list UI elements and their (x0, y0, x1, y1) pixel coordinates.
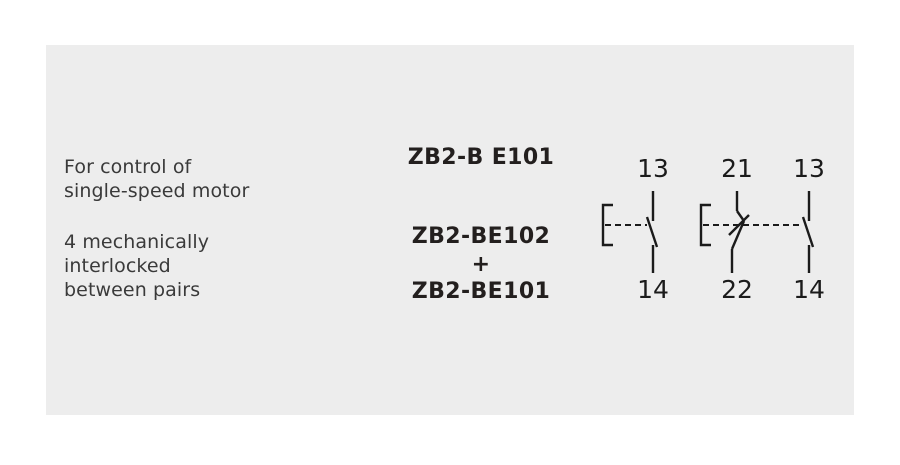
part-number-column: ZB2-B E101 ZB2-BE102 + ZB2-BE101 (366, 145, 596, 305)
part-number-plus-operator: + (471, 251, 491, 277)
no-contact-blade (801, 216, 815, 248)
part-number-combo-second: ZB2-BE101 (411, 278, 551, 304)
description-block-interlock: 4 mechanically interlocked between pairs (64, 230, 364, 303)
no-contact-svg: 13 14 (601, 154, 669, 304)
nc-bottom-terminal-label: 22 (721, 275, 753, 304)
nc-upper-hook (736, 210, 745, 222)
description-line-5: between pairs (64, 279, 201, 302)
nc-top-terminal-label: 21 (721, 154, 753, 183)
part-number-primary: ZB2-B E101 (407, 145, 555, 170)
part-number-combo-first: ZB2-BE102 (411, 224, 551, 250)
no-contact-blade (645, 216, 659, 248)
description-block-control: For control of single-speed motor (64, 155, 364, 204)
no-top-terminal-label: 13 (793, 154, 825, 183)
contact-symbol-diagrams: 13 14 (551, 145, 841, 315)
description-line-1: For control of (64, 156, 192, 178)
diagram-nc-no-contact-pair: 21 22 13 (691, 145, 841, 305)
description-column: For control of single-speed motor 4 mech… (64, 155, 364, 303)
description-line-2: single-speed motor (64, 180, 250, 203)
content-panel: For control of single-speed motor 4 mech… (46, 45, 854, 415)
nc-no-pair-svg: 21 22 13 (699, 154, 825, 304)
description-line-4: interlocked (64, 254, 171, 277)
description-line-3: 4 mechanically (64, 230, 210, 253)
actuator-bracket-icon (699, 203, 711, 247)
diagram-normally-open-contact: 13 14 (591, 145, 701, 305)
no-bottom-terminal-label: 14 (793, 275, 825, 304)
no-bottom-terminal-label: 14 (637, 275, 669, 304)
actuator-bracket-icon (601, 203, 613, 247)
no-top-terminal-label: 13 (637, 154, 669, 183)
nc-contact-blade (730, 220, 746, 250)
part-number-combination: ZB2-BE102 + ZB2-BE101 (366, 223, 596, 305)
